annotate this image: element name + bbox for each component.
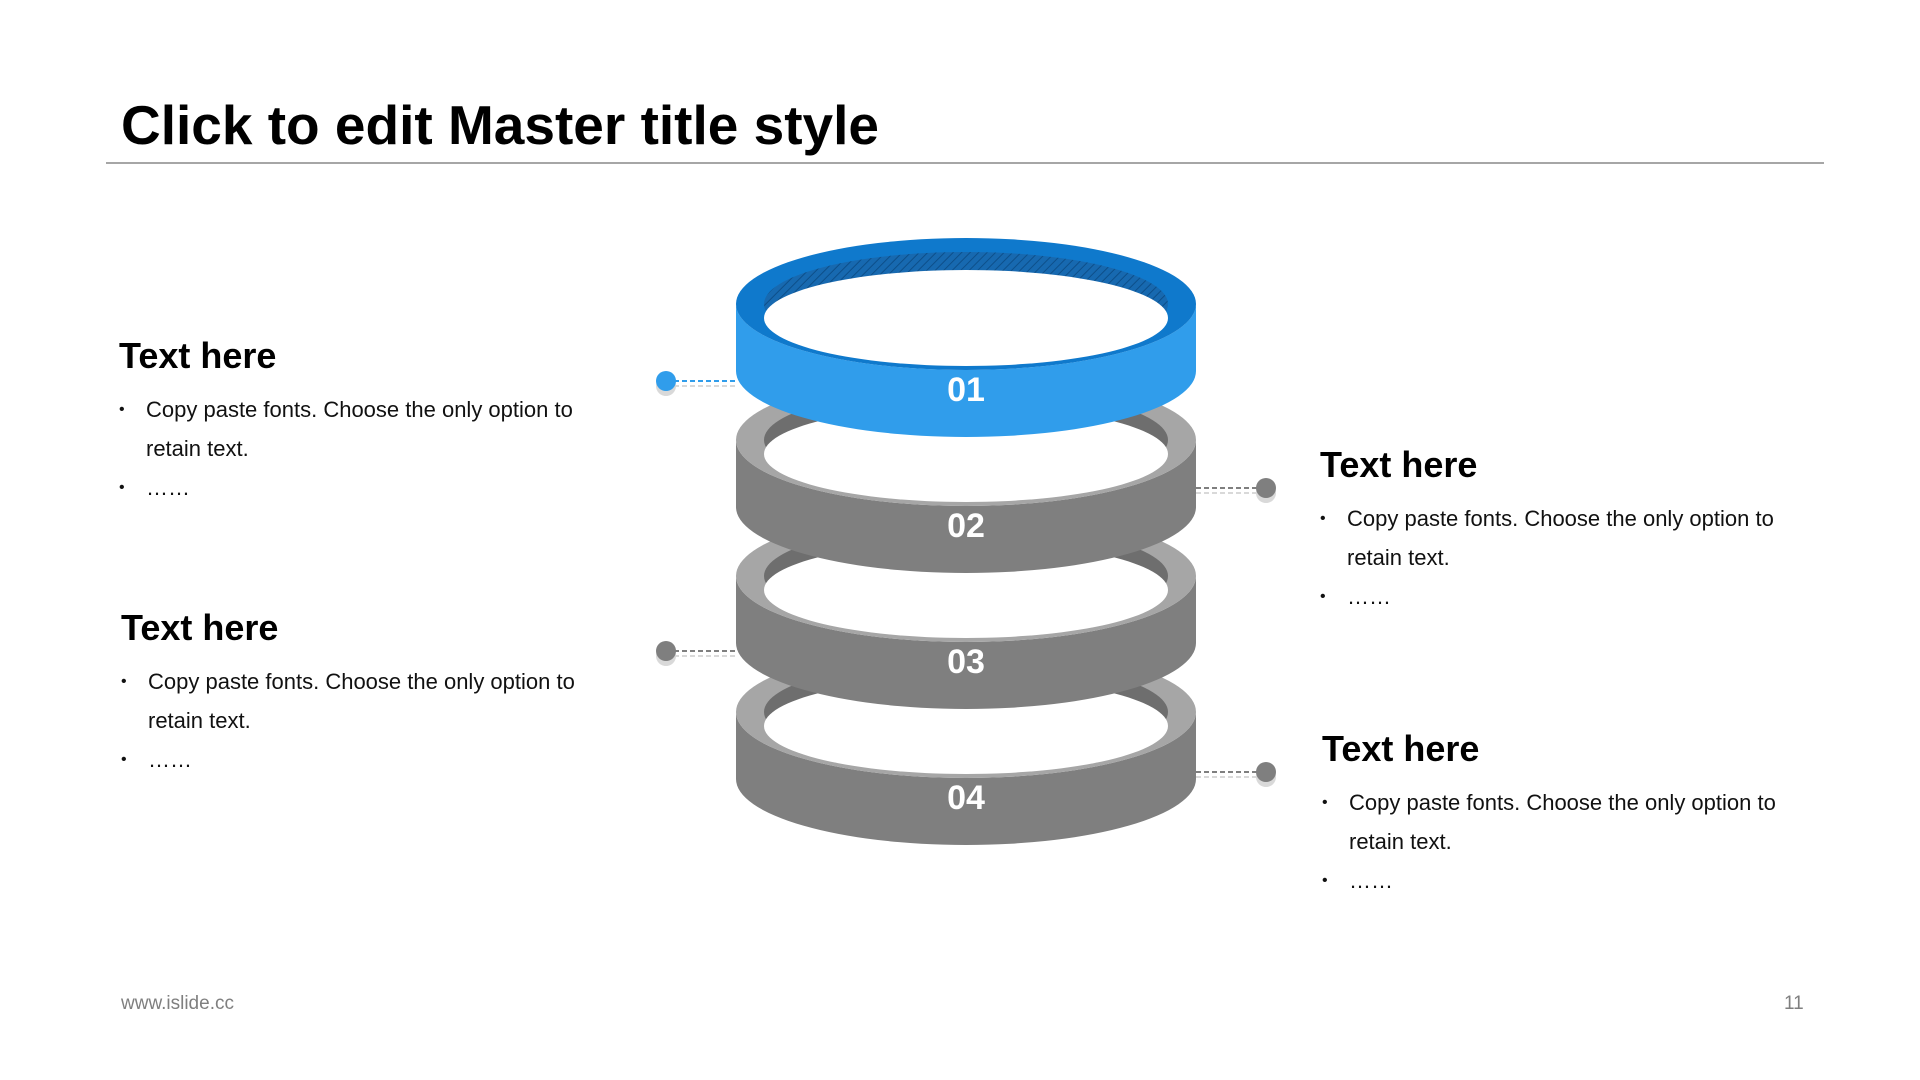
- ring-wall: [736, 440, 1196, 573]
- ring-wall: [736, 304, 1196, 437]
- block-heading[interactable]: Text here: [1320, 444, 1478, 485]
- ring-label: 03: [947, 643, 985, 681]
- bullet-list: Copy paste fonts. Choose the only option…: [1320, 499, 1800, 616]
- bullet-item[interactable]: ……: [1322, 861, 1802, 900]
- bullet-item[interactable]: Copy paste fonts. Choose the only option…: [1320, 499, 1800, 577]
- connector-01: [656, 371, 736, 396]
- bullet-item[interactable]: Copy paste fonts. Choose the only option…: [119, 390, 599, 468]
- connector-dot: [1256, 478, 1276, 498]
- block-heading[interactable]: Text here: [1322, 728, 1480, 769]
- text-block-4: Text here Copy paste fonts. Choose the o…: [1322, 727, 1802, 900]
- ring-opening: [764, 270, 1168, 366]
- block-heading[interactable]: Text here: [121, 607, 279, 648]
- connectors: [656, 371, 1276, 787]
- ring-label: 04: [947, 779, 985, 817]
- connector-dot: [656, 371, 676, 391]
- connector-03: [656, 641, 736, 666]
- bullet-item[interactable]: ……: [119, 468, 599, 507]
- bullet-list: Copy paste fonts. Choose the only option…: [119, 390, 599, 507]
- slide-title[interactable]: Click to edit Master title style: [121, 94, 879, 156]
- page-number: 11: [1784, 993, 1804, 1014]
- bullet-item[interactable]: Copy paste fonts. Choose the only option…: [121, 662, 601, 740]
- block-heading[interactable]: Text here: [119, 335, 277, 376]
- title-divider: [106, 162, 1824, 164]
- ring-wall: [736, 576, 1196, 709]
- text-block-2: Text here Copy paste fonts. Choose the o…: [121, 606, 601, 779]
- bullet-list: Copy paste fonts. Choose the only option…: [121, 662, 601, 779]
- connector-dot: [656, 641, 676, 661]
- rings: 04 03 02 01: [736, 238, 1196, 845]
- connector-dot: [1256, 762, 1276, 782]
- text-block-3: Text here Copy paste fonts. Choose the o…: [1320, 443, 1800, 616]
- bullet-item[interactable]: ……: [1320, 577, 1800, 616]
- text-block-1: Text here Copy paste fonts. Choose the o…: [119, 334, 599, 507]
- connector-04: [1196, 762, 1276, 787]
- bullet-list: Copy paste fonts. Choose the only option…: [1322, 783, 1802, 900]
- ring-01[interactable]: 01: [736, 238, 1196, 437]
- ring-label: 01: [947, 371, 985, 409]
- ring-wall: [736, 712, 1196, 845]
- bullet-item[interactable]: Copy paste fonts. Choose the only option…: [1322, 783, 1802, 861]
- bullet-item[interactable]: ……: [121, 740, 601, 779]
- ring-label: 02: [947, 507, 985, 545]
- footer-url[interactable]: www.islide.cc: [121, 993, 234, 1014]
- connector-02: [1196, 478, 1276, 503]
